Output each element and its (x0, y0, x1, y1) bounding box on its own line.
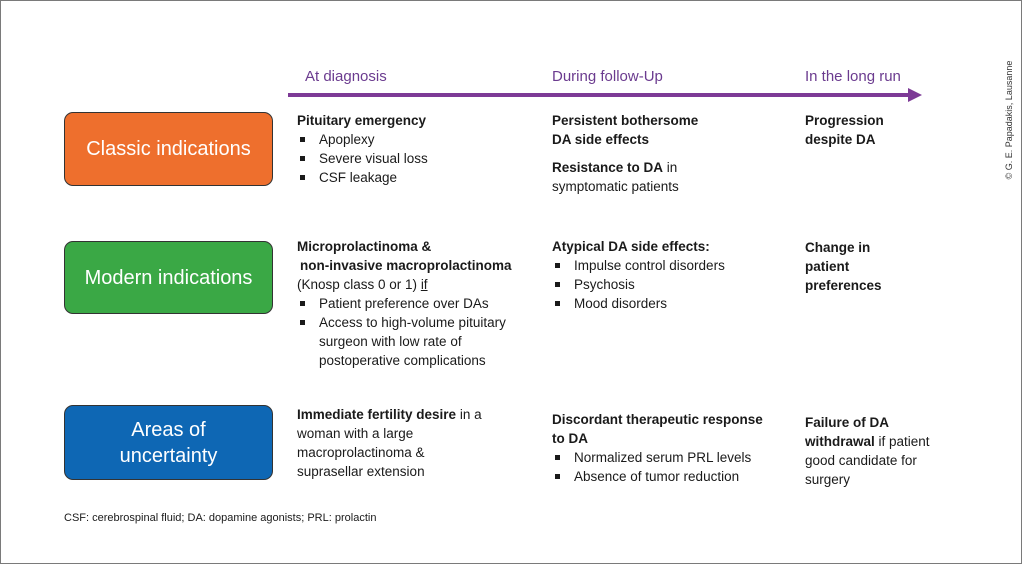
cell-text: Progression (805, 113, 884, 128)
cell-text: suprasellar extension (297, 464, 425, 479)
cell-heading: Pituitary emergency (297, 113, 427, 128)
cell-text: good candidate for (805, 453, 917, 468)
cell-heading: Discordant therapeutic response (552, 412, 763, 427)
cell-heading: Atypical DA side effects: (552, 239, 710, 254)
cell-text: withdrawal if patient (805, 434, 930, 449)
timeline-arrow-line (288, 93, 910, 97)
cell-uncertain-diagnosis: Immediate fertility desire in a woman wi… (297, 405, 482, 481)
cell-heading: Persistent bothersome (552, 113, 699, 128)
cell-text: Change in (805, 240, 871, 255)
timeline-label-longrun: In the long run (805, 68, 901, 85)
cell-uncertain-followup: Discordant therapeutic response to DA No… (552, 410, 763, 486)
category-classic-indications: Classic indications (64, 112, 273, 186)
cell-modern-diagnosis: Microprolactinoma & non-invasive macropr… (297, 237, 512, 370)
timeline-label-followup: During follow-Up (552, 68, 663, 85)
list-item: Mood disorders (552, 294, 725, 313)
category-label: Areas of uncertainty (119, 418, 218, 467)
list-item: Severe visual loss (297, 149, 428, 168)
cell-heading: non-invasive macroprolactinoma (300, 258, 512, 273)
list-item: Absence of tumor reduction (552, 467, 763, 486)
list-item: Patient preference over DAs (297, 294, 512, 313)
category-label: Classic indications (86, 138, 251, 160)
cell-uncertain-longrun: Failure of DA withdrawal if patient good… (805, 413, 930, 489)
list-item: Normalized serum PRL levels (552, 448, 763, 467)
cell-heading: Microprolactinoma & (297, 239, 432, 254)
cell-modern-followup: Atypical DA side effects: Impulse contro… (552, 237, 725, 313)
cell-text: Immediate fertility desire in a (297, 407, 482, 422)
cell-modern-longrun: Change in patient preferences (805, 238, 882, 295)
category-areas-of-uncertainty: Areas of uncertainty (64, 405, 273, 480)
cell-text: Failure of DA (805, 415, 890, 430)
cell-text: patient (805, 259, 850, 274)
copyright-credit: © G. E. Papadakis, Lausanne (1004, 60, 1014, 180)
cell-text: woman with a large (297, 426, 414, 441)
cell-text: symptomatic patients (552, 179, 679, 194)
cell-text: macroprolactinoma & (297, 445, 425, 460)
list-item: CSF leakage (297, 168, 428, 187)
cell-text: surgery (805, 472, 851, 487)
timeline-label-diagnosis: At diagnosis (305, 68, 387, 85)
list-item: Impulse control disorders (552, 256, 725, 275)
list-item: Psychosis (552, 275, 725, 294)
timeline-arrow-head-icon (908, 88, 922, 102)
cell-text: preferences (805, 278, 882, 293)
footnote: CSF: cerebrospinal fluid; DA: dopamine a… (64, 512, 377, 524)
cell-text: (Knosp class 0 or 1) if (297, 277, 428, 292)
cell-classic-diagnosis: Pituitary emergency Apoplexy Severe visu… (297, 111, 428, 187)
list-item: Access to high-volume pituitary surgeon … (297, 313, 512, 370)
cell-text: despite DA (805, 132, 876, 147)
cell-heading: DA side effects (552, 132, 650, 147)
cell-classic-longrun: Progression despite DA (805, 111, 884, 149)
cell-classic-followup: Persistent bothersome DA side effects Re… (552, 111, 698, 196)
cell-text: Resistance to DA in (552, 160, 678, 175)
category-label: Modern indications (84, 266, 253, 289)
list-item: Apoplexy (297, 130, 428, 149)
cell-heading: to DA (552, 431, 588, 446)
category-modern-indications: Modern indications (64, 241, 273, 314)
